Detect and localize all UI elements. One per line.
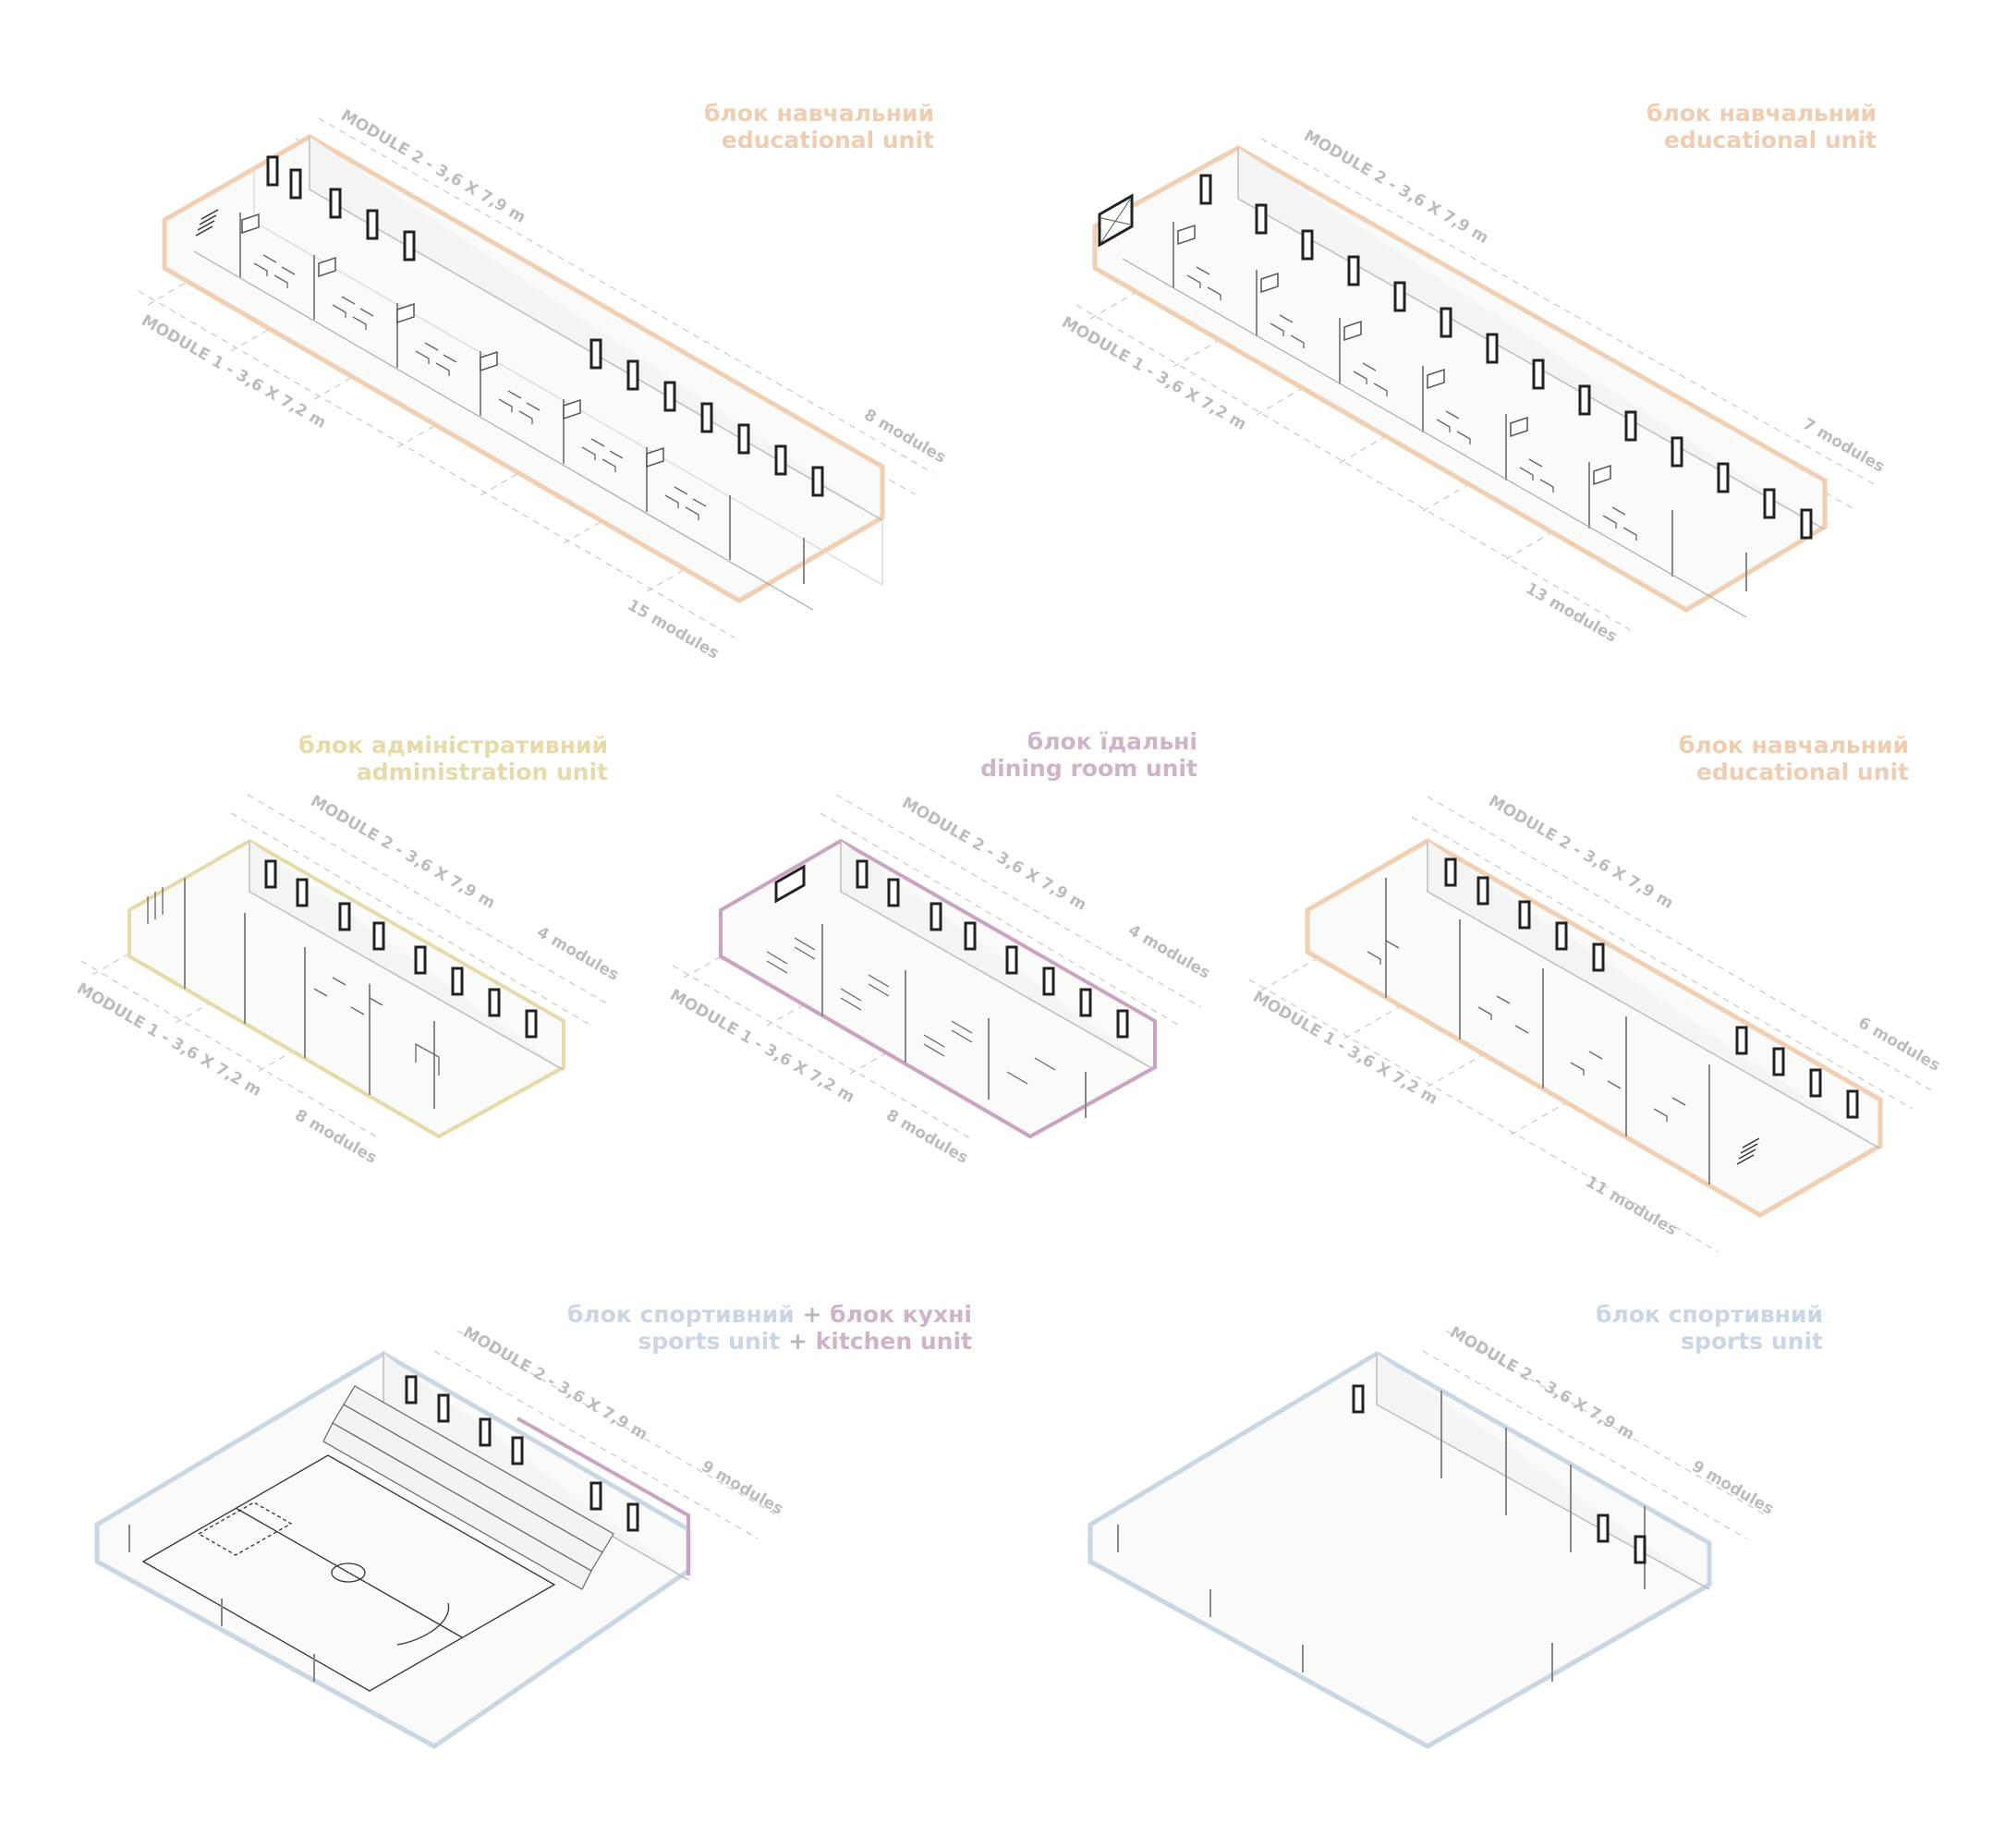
block5-building — [1248, 796, 1932, 1253]
block6-title-uk-a: блок спортивний — [566, 1301, 795, 1328]
block3-building — [80, 794, 611, 1139]
block4-title: блок їдальні dining room unit — [980, 728, 1197, 782]
block6-plus-uk: + — [802, 1301, 822, 1328]
block3-title: блок адміністративний administration uni… — [298, 732, 608, 785]
block5-width-modules: 6 modules — [1855, 1014, 1944, 1076]
block1-width-modules: 8 modules — [861, 406, 950, 468]
block7-title-uk: блок спортивний — [1596, 1301, 1823, 1328]
block2-title-uk: блок навчальний — [1646, 100, 1877, 127]
block3-width-modules: 4 modules — [534, 923, 623, 985]
block3-title-en: administration unit — [356, 759, 608, 785]
block4-length-modules: 8 modules — [883, 1106, 972, 1168]
block2-building — [1075, 138, 1877, 634]
block6-title-en-a: sports unit — [638, 1328, 781, 1355]
block3-length-modules: 8 modules — [292, 1106, 381, 1168]
block2-title-en: educational unit — [1663, 127, 1877, 153]
block7-title-en: sports unit — [1681, 1328, 1823, 1355]
block6-plus-en: + — [787, 1328, 808, 1355]
block5-title-en: educational unit — [1695, 759, 1909, 785]
block7-width-modules: 9 modules — [1689, 1457, 1778, 1519]
block6-building — [94, 1330, 782, 1749]
block5-length-modules: 11 modules — [1583, 1173, 1681, 1240]
block4-width-modules: 4 modules — [1125, 921, 1214, 983]
block6-title-uk-b: блок кухні — [830, 1301, 972, 1328]
block4-building — [672, 794, 1202, 1139]
block1-title-uk: блок навчальний — [703, 100, 934, 127]
block1-building — [138, 117, 934, 638]
block1-title: блок навчальний educational unit — [704, 100, 934, 153]
block6-title-en-b: kitchen unit — [815, 1328, 972, 1355]
block1-title-en: educational unit — [721, 127, 934, 153]
block3-title-uk: блок адміністративний — [298, 732, 608, 759]
block6-title: блок спортивний + блок кухні sports unit… — [567, 1301, 972, 1355]
block1-length-modules: 15 modules — [625, 596, 723, 663]
block2-width-modules: 7 modules — [1800, 415, 1889, 477]
block4-title-en: dining room unit — [980, 755, 1197, 782]
block7-building — [1088, 1330, 1770, 1749]
block2-title: блок навчальний educational unit — [1647, 100, 1877, 153]
block5-title-uk: блок навчальний — [1678, 732, 1909, 759]
block6-width-modules: 9 modules — [699, 1457, 787, 1519]
block7-title: блок спортивний sports unit — [1596, 1301, 1823, 1355]
block5-title: блок навчальний educational unit — [1679, 732, 1909, 785]
block4-title-uk: блок їдальні — [1027, 728, 1197, 755]
block2-length-modules: 13 modules — [1523, 579, 1621, 647]
